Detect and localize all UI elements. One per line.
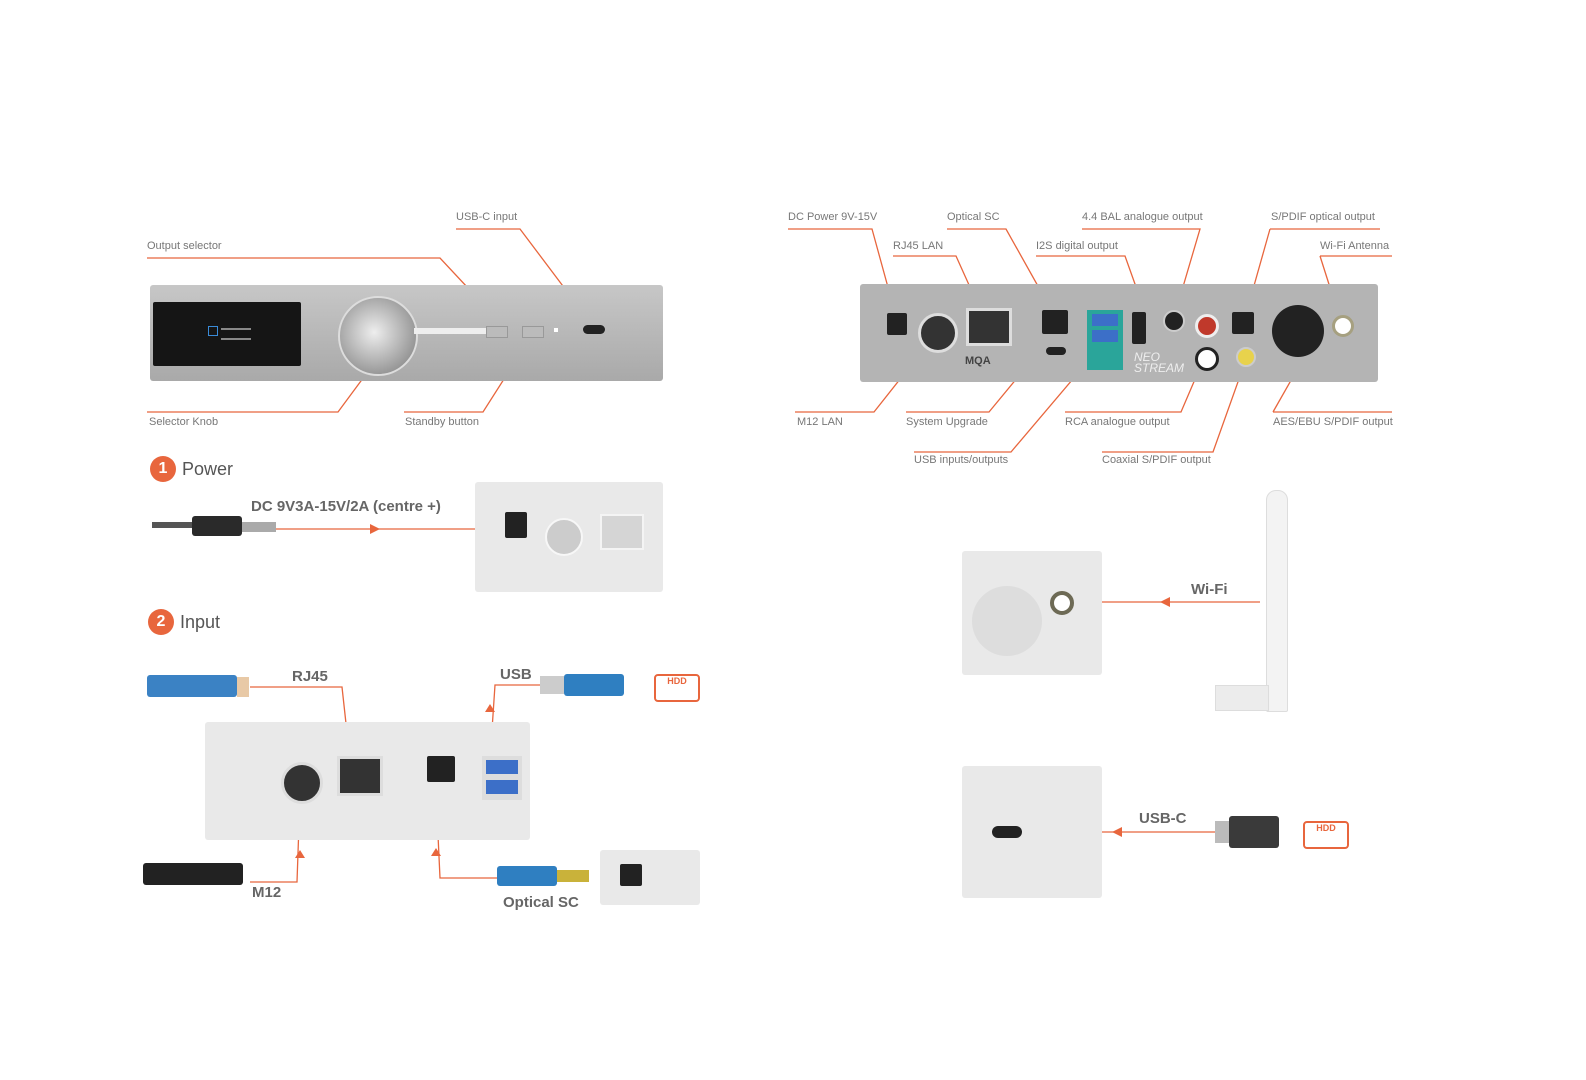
label-dc-power: DC Power 9V-15V bbox=[788, 211, 878, 223]
section-title: Input bbox=[180, 611, 221, 632]
usb-plug-metal bbox=[540, 676, 564, 694]
knob-slot bbox=[414, 328, 486, 334]
m12-port bbox=[545, 518, 583, 556]
usb-label: USB bbox=[500, 666, 532, 683]
brand-logo: NEO STREAM bbox=[1134, 350, 1185, 375]
wifi-antenna-port bbox=[1332, 315, 1354, 337]
system-upgrade-port bbox=[1046, 347, 1066, 355]
step-number: 1 bbox=[150, 456, 176, 482]
m12-cable-icon bbox=[143, 863, 243, 885]
hdd-label: HDD bbox=[667, 676, 687, 686]
usb-ports bbox=[482, 756, 522, 800]
label-rca-output: RCA analogue output bbox=[1065, 416, 1170, 428]
label-aes-ebu-output: AES/EBU S/PDIF output bbox=[1273, 416, 1393, 428]
optical-sc-cable-icon bbox=[497, 866, 557, 886]
input-panel-detail bbox=[205, 722, 530, 840]
optical-sc-port bbox=[1042, 310, 1068, 334]
rj45-port bbox=[966, 308, 1012, 346]
xlr-port bbox=[972, 586, 1042, 656]
usb-c-port bbox=[583, 325, 605, 334]
selector-knob[interactable] bbox=[338, 296, 418, 376]
power-cable bbox=[152, 522, 192, 528]
antenna-base bbox=[1215, 685, 1269, 711]
usb-cable-icon bbox=[564, 674, 624, 696]
dc-plug-tip bbox=[242, 522, 276, 532]
aes-ebu-port bbox=[1272, 305, 1324, 357]
dc-power-port bbox=[887, 313, 907, 335]
hdd-label: HDD bbox=[1316, 823, 1336, 833]
output-selector-button[interactable] bbox=[486, 326, 508, 338]
rca-right-port bbox=[1195, 314, 1219, 338]
label-selector-knob: Selector Knob bbox=[149, 416, 219, 428]
standby-button[interactable] bbox=[522, 326, 544, 338]
wifi-panel-detail bbox=[962, 551, 1102, 675]
optical-sc-label: Optical SC bbox=[503, 894, 579, 911]
m12-label: M12 bbox=[252, 884, 282, 901]
label-optical-sc: Optical SC bbox=[947, 211, 1000, 223]
usbc-cable-icon bbox=[1229, 816, 1279, 848]
hdd-icon: HDD bbox=[654, 674, 700, 702]
rj45-port bbox=[600, 514, 644, 550]
wifi-antenna-icon bbox=[1266, 490, 1288, 712]
section-power-heading: 1 Power bbox=[150, 456, 233, 482]
dc-plug-icon bbox=[192, 516, 242, 536]
label-usb-c-input: USB-C input bbox=[456, 211, 518, 223]
usbc-plug-metal bbox=[1215, 821, 1229, 843]
power-cable-label: DC 9V3A-15V/2A (centre +) bbox=[251, 498, 441, 515]
power-panel-detail bbox=[475, 482, 663, 592]
label-coaxial-output: Coaxial S/PDIF output bbox=[1102, 454, 1211, 466]
label-rj45-lan: RJ45 LAN bbox=[893, 240, 944, 252]
coaxial-port bbox=[1236, 347, 1256, 367]
status-led bbox=[554, 328, 558, 332]
section-title: Power bbox=[182, 458, 234, 479]
usbc-panel-detail bbox=[962, 766, 1102, 898]
usb-ports bbox=[1087, 310, 1123, 370]
bal-port bbox=[1163, 310, 1185, 332]
label-standby-button: Standby button bbox=[405, 416, 480, 428]
rca-left-port bbox=[1195, 347, 1219, 371]
label-spdif-optical: S/PDIF optical output bbox=[1271, 211, 1375, 223]
i2s-port bbox=[1132, 312, 1146, 344]
optical-sc-port bbox=[427, 756, 455, 782]
label-output-selector: Output selector bbox=[147, 240, 222, 252]
mqa-logo: MQA bbox=[965, 355, 991, 367]
label-usb-io: USB inputs/outputs bbox=[914, 454, 1009, 466]
display-screen bbox=[153, 302, 301, 366]
label-m12-lan: M12 LAN bbox=[797, 416, 843, 428]
optical-panel-detail bbox=[600, 850, 700, 905]
m12-port bbox=[281, 762, 323, 804]
rj45-cable-icon bbox=[147, 675, 237, 697]
label-i2s-output: I2S digital output bbox=[1036, 240, 1118, 252]
spdif-optical-port bbox=[1232, 312, 1254, 334]
m12-port bbox=[918, 313, 958, 353]
usbc-label: USB-C bbox=[1139, 810, 1187, 827]
rj45-port bbox=[337, 756, 383, 796]
hdd-icon: HDD bbox=[1303, 821, 1349, 849]
optical-port bbox=[620, 864, 642, 886]
label-bal-output: 4.4 BAL analogue output bbox=[1082, 211, 1203, 223]
rj45-label: RJ45 bbox=[292, 668, 328, 685]
usb-c-port bbox=[992, 826, 1022, 838]
wifi-label: Wi-Fi bbox=[1191, 581, 1228, 598]
dc-jack bbox=[505, 512, 527, 538]
rj45-plug bbox=[237, 677, 249, 697]
network-icon bbox=[208, 326, 218, 336]
label-system-upgrade: System Upgrade bbox=[906, 416, 988, 428]
label-wifi-antenna: Wi-Fi Antenna bbox=[1320, 240, 1390, 252]
optical-sc-ferrule bbox=[557, 870, 589, 882]
antenna-port bbox=[1050, 591, 1074, 615]
section-input-heading: 2 Input bbox=[148, 609, 220, 635]
step-number: 2 bbox=[148, 609, 174, 635]
